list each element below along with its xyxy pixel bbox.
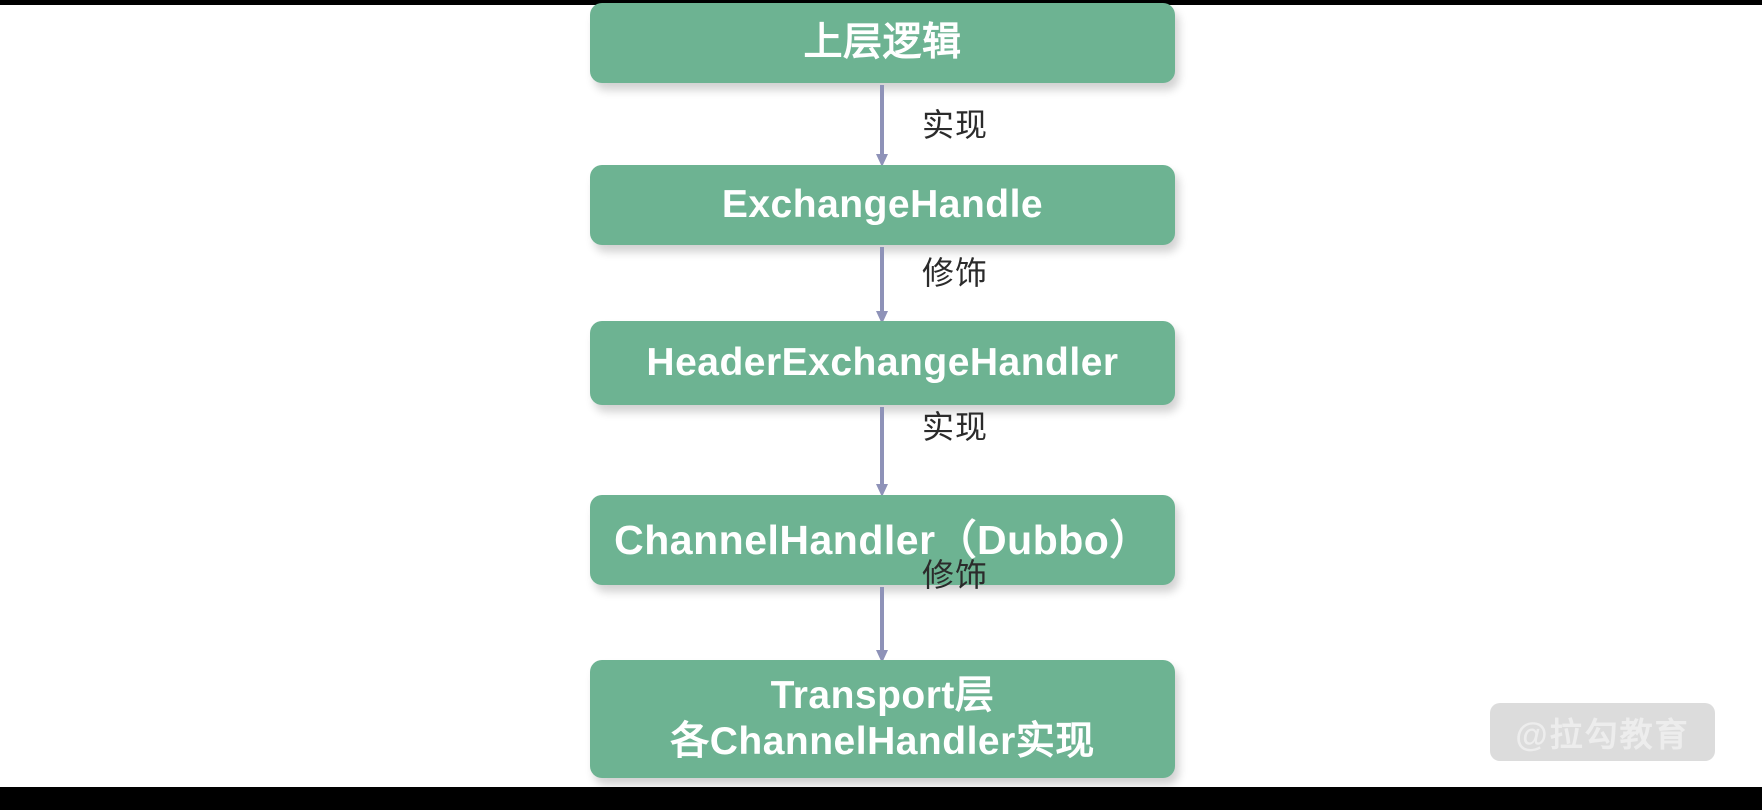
node-label-line1: ChannelHandler（Dubbo）	[614, 516, 1151, 563]
arrow-head-icon	[876, 484, 888, 497]
arrow-shaft	[880, 587, 884, 650]
node-exchange-handle[interactable]: ExchangeHandle	[590, 165, 1175, 245]
letterbox-bar-top	[0, 0, 1762, 5]
node-label-line2: 各ChannelHandler实现	[670, 720, 1095, 763]
connector-arrow-3	[876, 587, 888, 663]
arrow-shaft	[880, 247, 884, 311]
arrow-head-icon	[876, 311, 888, 324]
edge-label-0: 实现	[922, 107, 989, 143]
edge-label-1: 修饰	[922, 255, 989, 291]
arrow-head-icon	[876, 650, 888, 663]
node-transport-layer[interactable]: Transport层 各ChannelHandler实现	[590, 660, 1175, 778]
arrow-shaft	[880, 407, 884, 484]
letterbox-bar-bottom	[0, 787, 1762, 810]
connector-arrow-2	[876, 407, 888, 497]
node-upper-logic[interactable]: 上层逻辑	[590, 3, 1175, 83]
node-channel-handler-dubbo[interactable]: ChannelHandler（Dubbo）	[590, 495, 1175, 585]
edge-label-2: 实现	[922, 409, 989, 445]
edge-label-3: 修饰	[922, 557, 989, 593]
node-label-line1: HeaderExchangeHandler	[646, 340, 1119, 384]
node-label-line1: 上层逻辑	[803, 20, 962, 64]
connector-arrow-0	[876, 85, 888, 167]
node-label-line1: Transport层	[770, 673, 995, 717]
arrow-head-icon	[876, 154, 888, 167]
node-header-exchange-handler[interactable]: HeaderExchangeHandler	[590, 321, 1175, 405]
arrow-shaft	[880, 85, 884, 154]
watermark-text: @拉勾教育	[1515, 716, 1690, 753]
node-label-line1: ExchangeHandle	[721, 182, 1044, 226]
watermark-badge: @拉勾教育	[1490, 703, 1715, 761]
connector-arrow-1	[876, 247, 888, 324]
